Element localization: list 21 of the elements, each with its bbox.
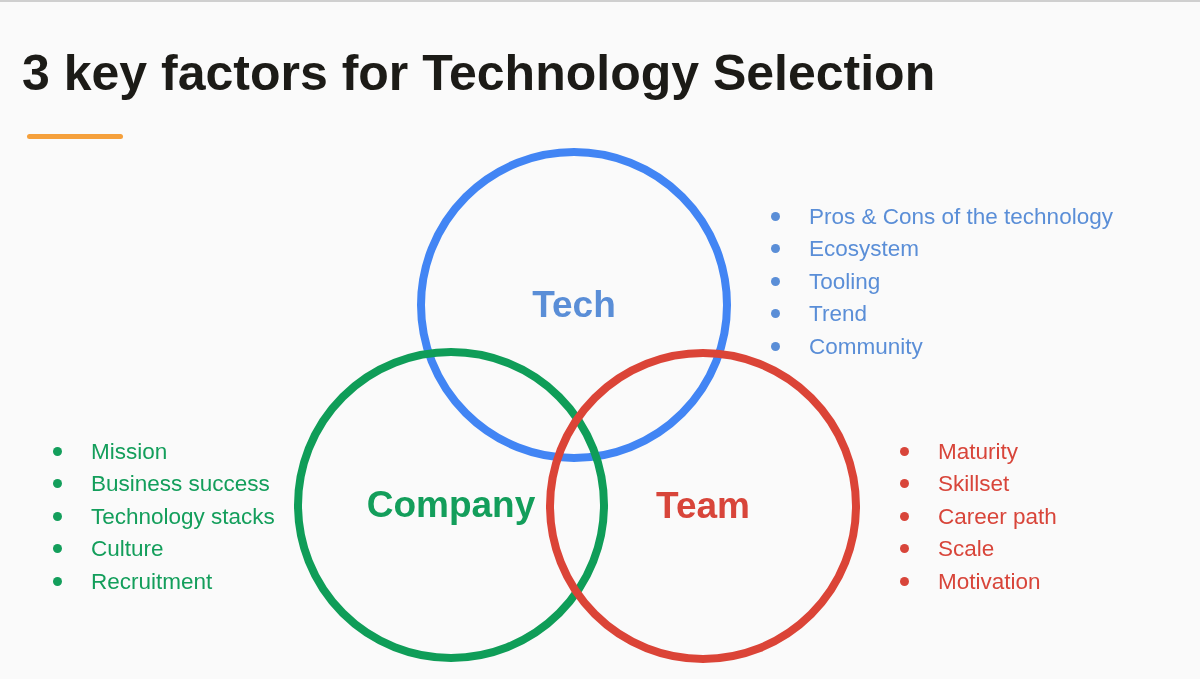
list-item: Ecosystem (809, 235, 920, 263)
list-item: Skillset (938, 470, 1010, 498)
list-item: Scale (938, 535, 995, 563)
list-item: Maturity (938, 437, 1018, 465)
list-item: Business success (91, 470, 270, 498)
circle-label: Tech (532, 283, 616, 327)
list-item: Trend (809, 300, 867, 328)
list-item: Motivation (938, 567, 1041, 595)
list-item: Mission (91, 437, 168, 465)
list-item: Career path (938, 502, 1057, 530)
venn-circle (294, 348, 608, 662)
slide-title: 3 key factors for Technology Selection (22, 45, 936, 103)
list-item: Pros & Cons of the technology (809, 202, 1113, 230)
circle-label: Team (656, 484, 750, 528)
list-item: Technology stacks (91, 502, 275, 530)
list-item: Culture (91, 535, 164, 563)
list-item: Recruitment (91, 567, 213, 595)
list-item: Tooling (809, 267, 881, 295)
venn-circle (417, 148, 731, 462)
circle-label: Company (366, 483, 536, 527)
list-item: Community (809, 332, 923, 360)
